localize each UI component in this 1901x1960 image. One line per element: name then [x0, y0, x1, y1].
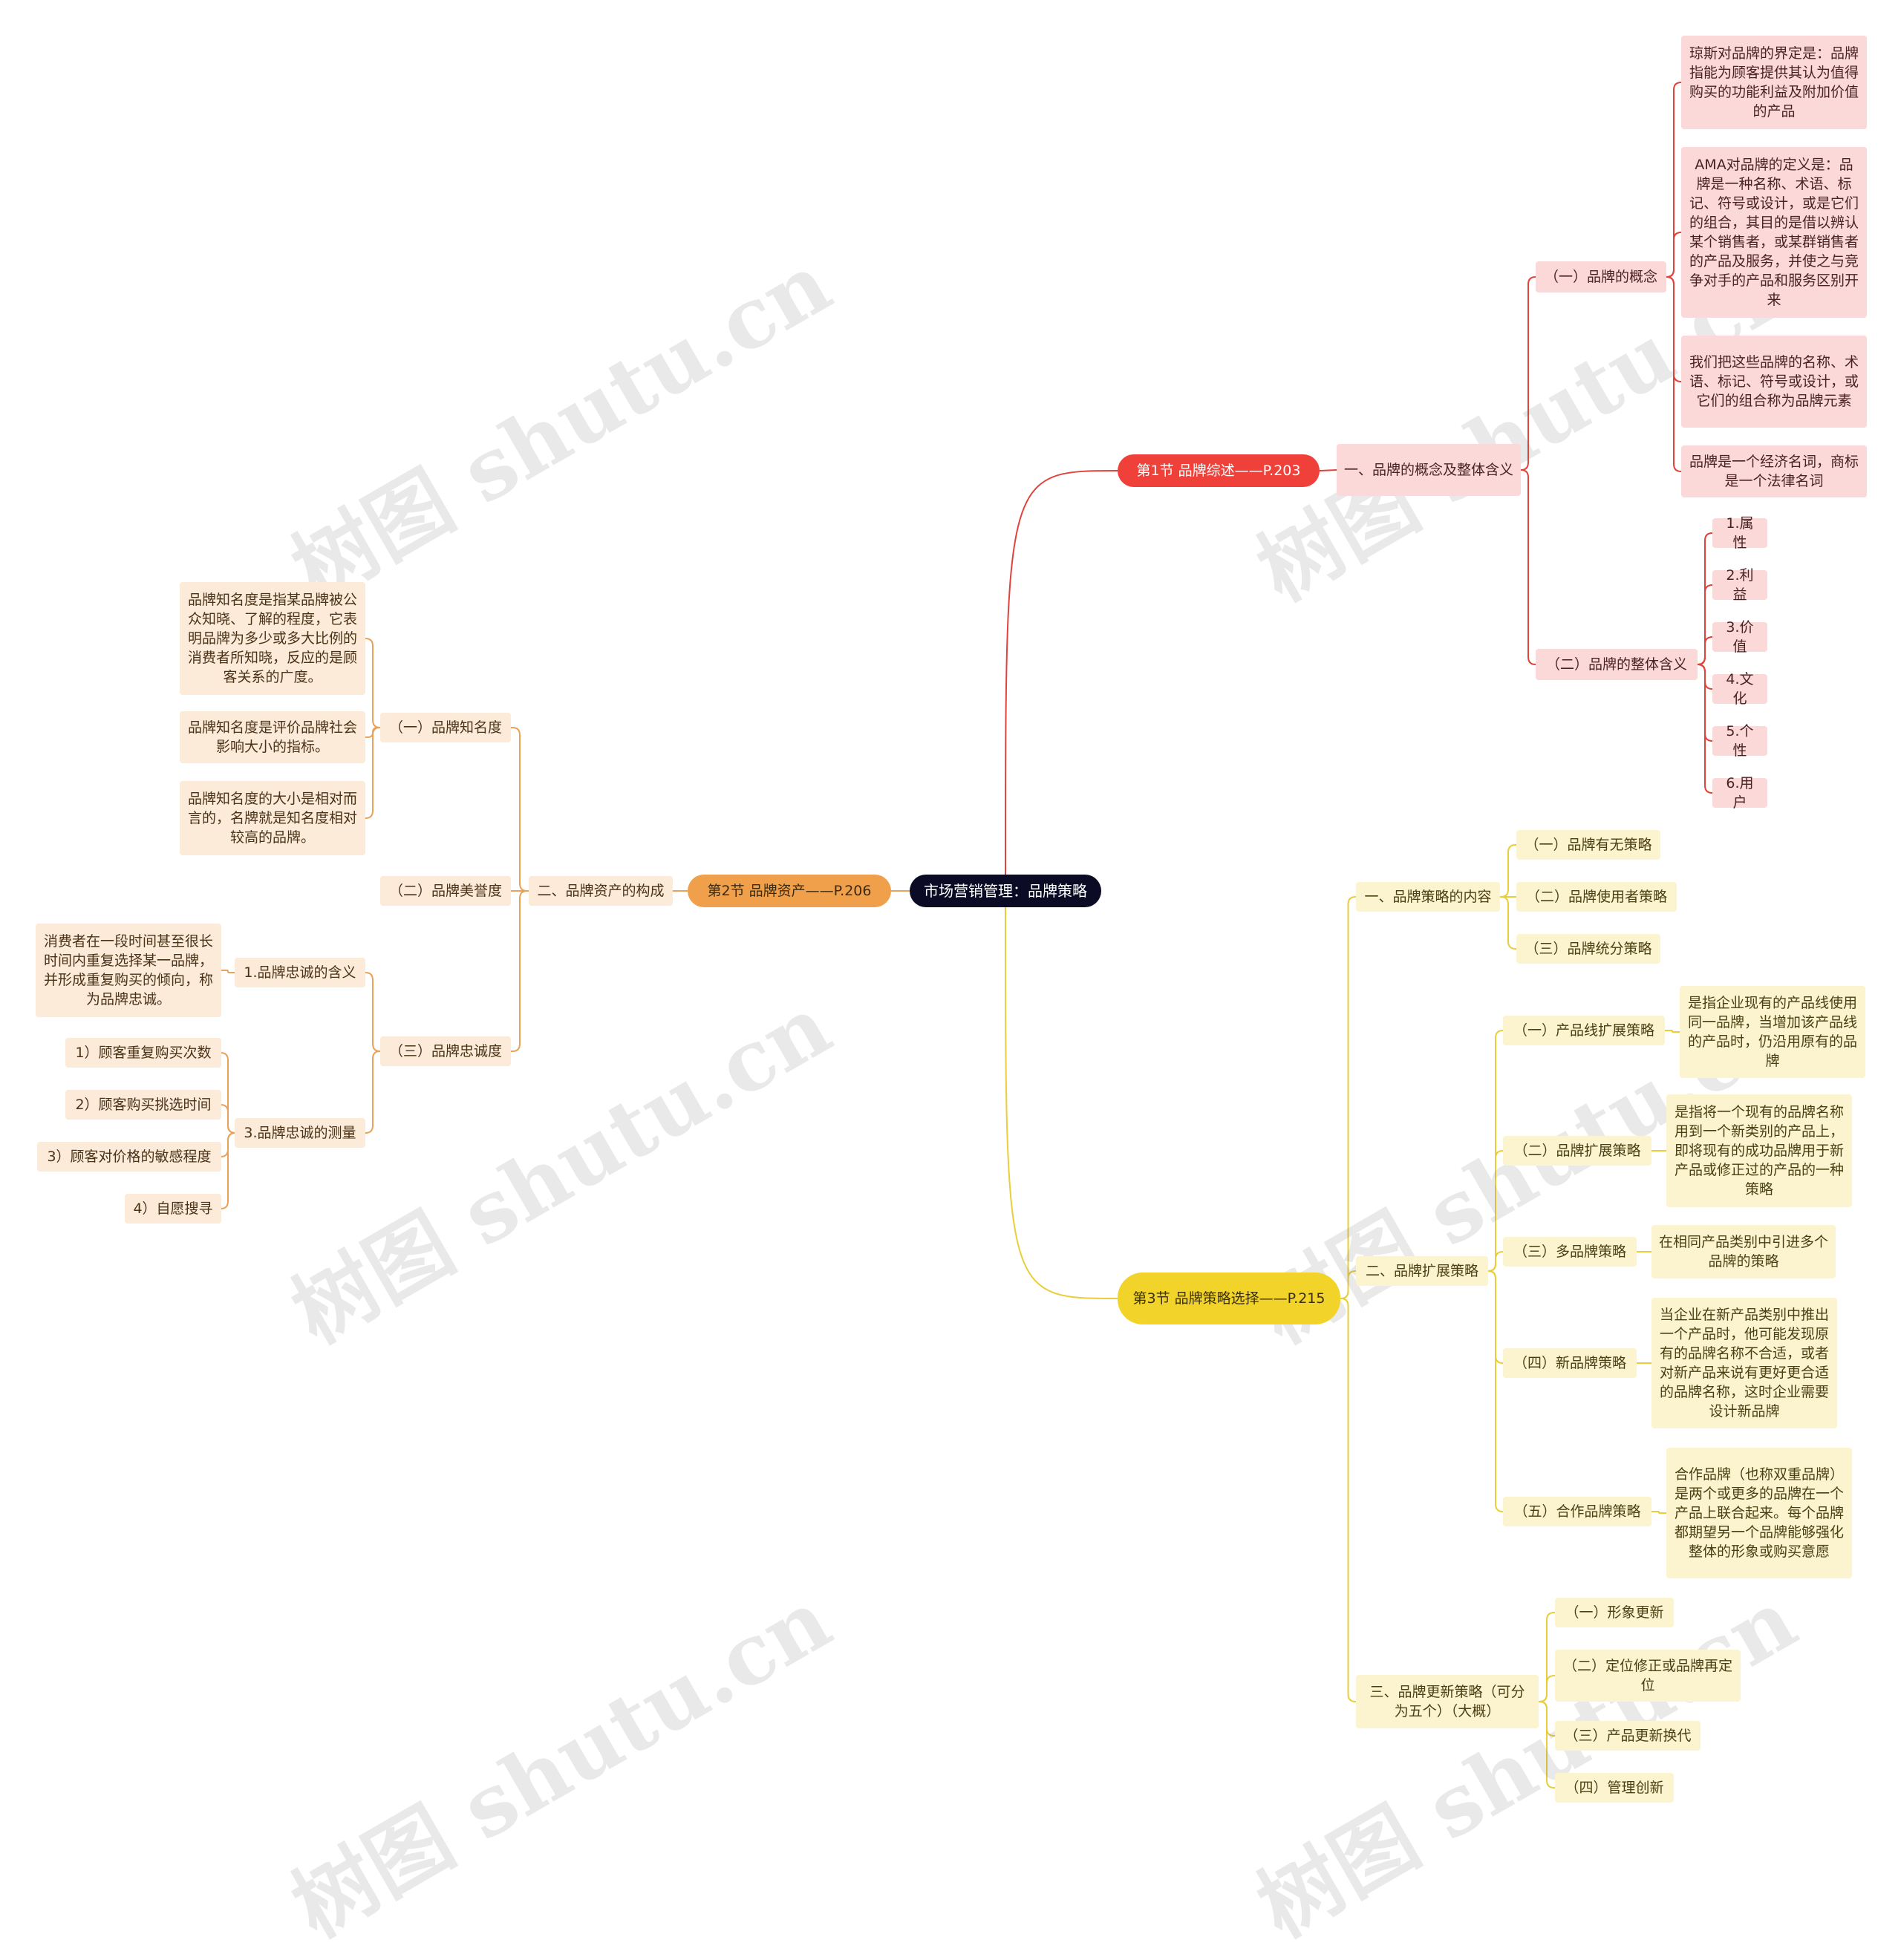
connector-line	[1340, 896, 1356, 1299]
measurement-item[interactable]: 3）顾客对价格的敏感程度	[37, 1142, 221, 1172]
connector-line	[1666, 232, 1682, 278]
extension-item[interactable]: （四）新品牌策略	[1503, 1348, 1637, 1378]
content-item[interactable]: （三）品牌统分策略	[1516, 934, 1660, 964]
brand-concept-overview[interactable]: 一、品牌的概念及整体含义	[1337, 444, 1521, 496]
measurement-item[interactable]: 2）顾客购买挑选时间	[65, 1090, 221, 1120]
connector-line	[1500, 844, 1516, 898]
renewal-item[interactable]: （一）形象更新	[1555, 1598, 1674, 1627]
brand-loyalty[interactable]: （三）品牌忠诚度	[380, 1036, 511, 1066]
extension-item[interactable]: （二）品牌扩展策略	[1503, 1136, 1651, 1166]
connector-line	[1520, 276, 1536, 471]
section-2-topic[interactable]: 第2节 品牌资产——P.206	[688, 875, 891, 907]
concept-item[interactable]: 琼斯对品牌的界定是：品牌指能为顾客提供其认为值得购买的功能利益及附加价值的产品	[1681, 36, 1867, 129]
connector-line	[1520, 469, 1536, 665]
extension-item-desc[interactable]: 是指企业现有的产品线使用同一品牌，当增加该产品线的产品时，仍沿用原有的品牌	[1680, 986, 1865, 1078]
connector-line	[1697, 664, 1713, 794]
loyalty-measurement[interactable]: 3.品牌忠诚的测量	[235, 1118, 365, 1148]
extension-item-desc[interactable]: 在相同产品类别中引进多个品牌的策略	[1651, 1225, 1836, 1278]
strategy-content[interactable]: 一、品牌策略的内容	[1356, 882, 1500, 912]
awareness-item[interactable]: 品牌知名度的大小是相对而言的，名牌就是知名度相对较高的品牌。	[180, 781, 365, 855]
connector-line	[511, 890, 529, 1052]
concept-item[interactable]: 品牌是一个经济名词，商标是一个法律名词	[1681, 445, 1867, 497]
connector-line	[1539, 1675, 1555, 1702]
connector-line	[365, 638, 381, 728]
connector-line	[220, 1132, 236, 1209]
connector-line	[1005, 906, 1118, 1299]
connector-line	[1487, 1150, 1504, 1272]
connector-line	[1487, 1270, 1504, 1512]
awareness-item[interactable]: 品牌知名度是指某品牌被公众知晓、了解的程度，它表明品牌为多少或多大比例的消费者所…	[180, 582, 365, 695]
whole-meaning-item[interactable]: 1.属性	[1712, 515, 1767, 551]
renewal-item[interactable]: （四）管理创新	[1555, 1773, 1674, 1803]
concept-item[interactable]: 我们把这些品牌的名称、术语、标记、符号或设计，或它们的组合称为品牌元素	[1681, 336, 1867, 428]
brand-whole-meaning[interactable]: （二）品牌的整体含义	[1536, 649, 1698, 680]
extension-item-desc[interactable]: 是指将一个现有的品牌名称用到一个新类别的产品上，即将现有的成功品牌用于新产品或修…	[1666, 1094, 1852, 1207]
connector-line	[1487, 1251, 1504, 1272]
brand-extension-strategy[interactable]: 二、品牌扩展策略	[1356, 1256, 1488, 1286]
connector-line	[365, 1051, 381, 1134]
whole-meaning-item[interactable]: 2.利益	[1712, 567, 1767, 603]
connector-line	[221, 970, 235, 973]
concept-item[interactable]: AMA对品牌的定义是：品牌是一种名称、术语、标记、符号或设计，或是它们的组合，其…	[1681, 147, 1867, 318]
section-3-topic[interactable]: 第3节 品牌策略选择——P.215	[1118, 1273, 1340, 1324]
renewal-item[interactable]: （二）定位修正或品牌再定位	[1555, 1650, 1741, 1702]
root-topic[interactable]: 市场营销管理：品牌策略	[910, 875, 1101, 907]
measurement-item[interactable]: 4）自愿搜寻	[125, 1194, 221, 1224]
connector-line	[365, 972, 381, 1052]
connector-line	[1651, 1511, 1666, 1514]
connector-line	[1500, 896, 1516, 950]
connector-line	[1319, 469, 1337, 471]
brand-concept[interactable]: （一）品牌的概念	[1536, 261, 1666, 293]
mindmap-canvas: 树图 shutu.cn 树图 shutu.cn 树图 shutu.cn 树图 s…	[36, 36, 1867, 1956]
connector-line	[1340, 1270, 1356, 1299]
connector-line	[1005, 470, 1118, 875]
awareness-item[interactable]: 品牌知名度是评价品牌社会影响大小的指标。	[180, 711, 365, 763]
loyalty-definition-text[interactable]: 消费者在一段时间甚至很长时间内重复选择某一品牌，并形成重复购买的倾向，称为品牌忠…	[36, 924, 221, 1017]
connector-line	[1665, 1030, 1680, 1033]
brand-awareness[interactable]: （一）品牌知名度	[380, 713, 511, 742]
whole-meaning-item[interactable]: 6.用户	[1712, 775, 1767, 811]
section-1-topic[interactable]: 第1节 品牌综述——P.203	[1118, 454, 1320, 487]
brand-renewal-strategy[interactable]: 三、品牌更新策略（可分为五个）（大概）	[1356, 1675, 1539, 1728]
whole-meaning-item[interactable]: 3.价值	[1712, 619, 1767, 655]
connector-line	[1666, 276, 1682, 472]
connector-line	[511, 727, 529, 892]
extension-item-desc[interactable]: 合作品牌（也称双重品牌）是两个或更多的品牌在一个产品上联合起来。每个品牌都期望另…	[1666, 1448, 1852, 1578]
whole-meaning-item[interactable]: 5.个性	[1712, 723, 1767, 759]
connector-line	[1697, 636, 1713, 665]
extension-item[interactable]: （三）多品牌策略	[1503, 1237, 1637, 1267]
connector-line	[220, 1104, 236, 1134]
brand-equity-components[interactable]: 二、品牌资产的构成	[529, 876, 673, 906]
connector-line	[365, 727, 381, 819]
brand-reputation[interactable]: （二）品牌美誉度	[380, 876, 511, 906]
connector-lines	[220, 82, 1713, 1788]
content-item[interactable]: （一）品牌有无策略	[1516, 830, 1660, 860]
extension-item-desc[interactable]: 当企业在新产品类别中推出一个产品时，他可能发现原有的品牌名称不合适，或者对新产品…	[1651, 1298, 1837, 1428]
measurement-item[interactable]: 1）顾客重复购买次数	[65, 1038, 221, 1068]
connector-line	[1539, 1701, 1555, 1788]
loyalty-definition[interactable]: 1.品牌忠诚的含义	[235, 958, 365, 987]
renewal-item[interactable]: （三）产品更新换代	[1555, 1721, 1701, 1751]
extension-item[interactable]: （一）产品线扩展策略	[1503, 1016, 1665, 1045]
content-item[interactable]: （二）品牌使用者策略	[1516, 882, 1677, 912]
connector-line	[1340, 1298, 1356, 1702]
extension-item[interactable]: （五）合作品牌策略	[1503, 1497, 1651, 1526]
whole-meaning-item[interactable]: 4.文化	[1712, 671, 1767, 707]
